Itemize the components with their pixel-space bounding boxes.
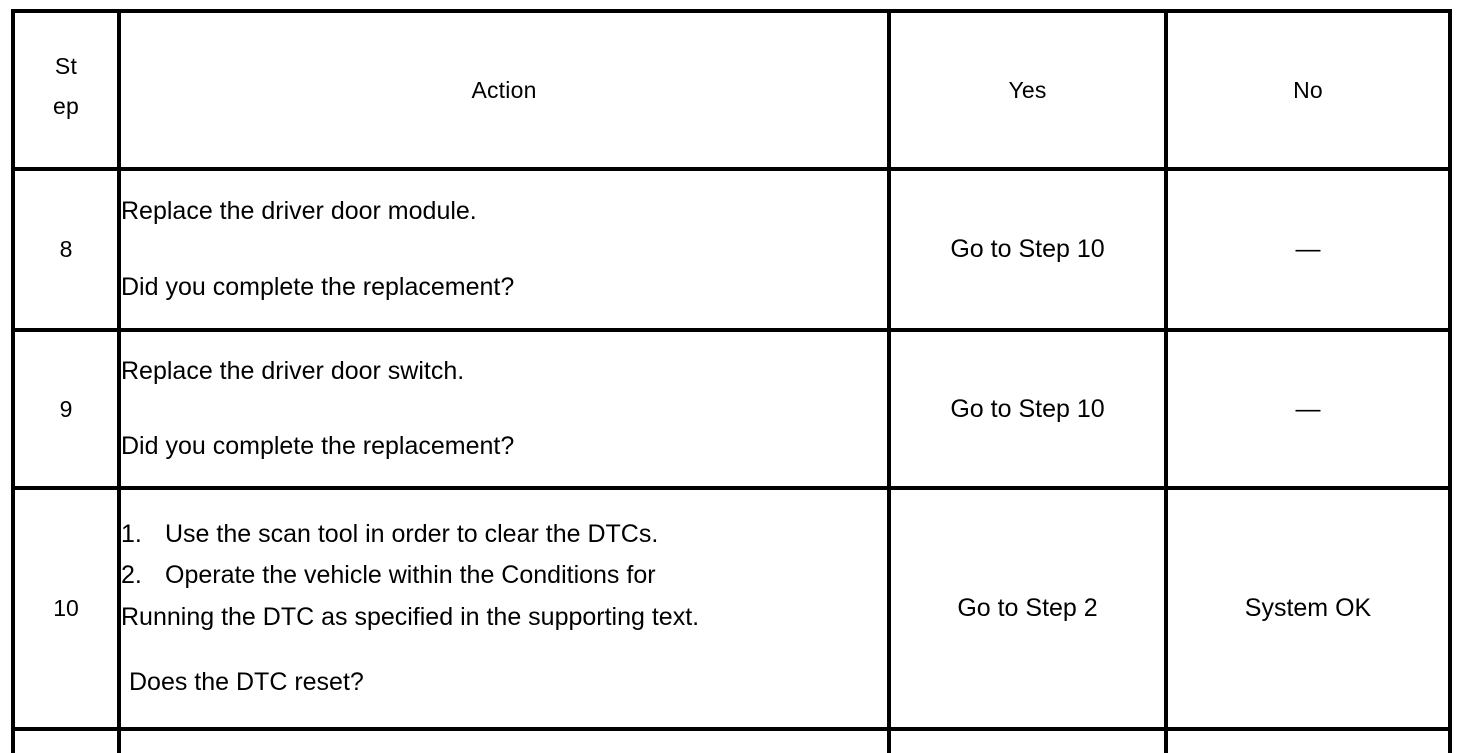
- list-item-marker: 1.: [121, 520, 142, 548]
- action-question: Did you complete the replacement?: [121, 272, 515, 301]
- action-content: Replace the driver door switch. Did you …: [117, 328, 891, 490]
- table-row: 9 Replace the driver door switch. Did yo…: [11, 328, 1452, 490]
- column-header-step-line-1: St: [54, 53, 78, 79]
- action-question: Does the DTC reset?: [129, 667, 364, 696]
- diagnostic-step-table: St ep Action Yes No 8 Replace the driver…: [11, 9, 1452, 753]
- list-item: 1. Use the scan tool in order to clear th…: [121, 519, 887, 550]
- spacer: [121, 387, 887, 431]
- step-number: 9: [11, 328, 121, 490]
- column-header-step: St ep: [11, 9, 121, 171]
- spacer: [121, 633, 887, 667]
- action-instruction: Replace the driver door module.: [121, 197, 477, 226]
- yes-branch: Go to Step 2: [887, 486, 1168, 731]
- table-body: 8 Replace the driver door module. Did yo…: [11, 167, 1452, 753]
- list-item-text: Use the scan tool in order to clear the …: [165, 520, 659, 548]
- yes-branch: Go to Step 10: [887, 167, 1168, 332]
- action-question: Did you complete the replacement?: [121, 432, 515, 460]
- action-continuation: Running the DTC as specified in the supp…: [121, 602, 700, 631]
- action-instruction: Replace the driver door switch.: [121, 356, 465, 385]
- table-header: St ep Action Yes No: [11, 9, 1452, 171]
- action-content-partial: [117, 727, 891, 753]
- step-number: 8: [11, 167, 121, 332]
- list-item-text: Operate the vehicle within the Condition…: [165, 561, 656, 590]
- spacer: [121, 228, 887, 272]
- action-ordered-list: 1. Use the scan tool in order to clear th…: [121, 519, 887, 592]
- em-dash: —: [1295, 235, 1321, 263]
- table-row-partial: [11, 727, 1452, 753]
- table-header-row: St ep Action Yes No: [11, 9, 1452, 171]
- column-header-step-line-2: ep: [53, 93, 79, 119]
- list-item: 2. Operate the vehicle within the Conditi…: [121, 560, 887, 591]
- step-number-partial: [11, 727, 121, 753]
- action-content: Replace the driver door module. Did you …: [117, 167, 891, 332]
- no-branch: —: [1164, 328, 1452, 490]
- table-row: 8 Replace the driver door module. Did yo…: [11, 167, 1452, 332]
- no-branch: —: [1164, 167, 1452, 332]
- list-item-marker: 2.: [121, 561, 142, 590]
- column-header-action: Action: [117, 9, 891, 171]
- no-branch-partial: [1164, 727, 1452, 753]
- action-content: 1. Use the scan tool in order to clear th…: [117, 486, 891, 731]
- no-branch: System OK: [1164, 486, 1452, 731]
- yes-branch-partial: [887, 727, 1168, 753]
- yes-branch: Go to Step 10: [887, 328, 1168, 490]
- em-dash: —: [1295, 394, 1321, 423]
- table-row: 10 1. Use the scan tool in order to clear…: [11, 486, 1452, 731]
- step-number: 10: [11, 486, 121, 731]
- column-header-yes: Yes: [887, 9, 1168, 171]
- column-header-no: No: [1164, 9, 1452, 171]
